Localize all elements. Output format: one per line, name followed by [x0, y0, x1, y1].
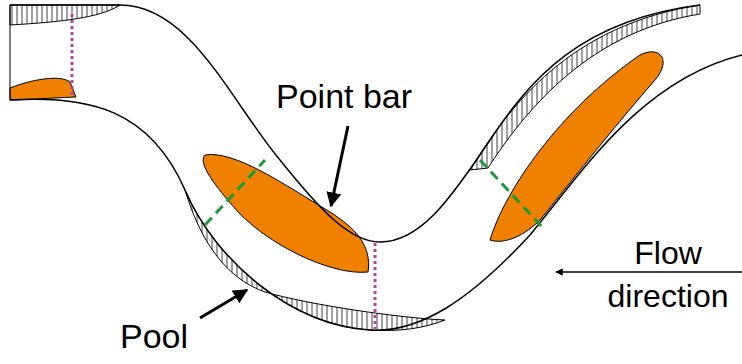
cross-section: [71, 14, 74, 96]
point-bar: [10, 78, 76, 100]
point-bar-label: Point bar: [276, 76, 412, 117]
river-bank: [10, 5, 700, 242]
cross-section: [205, 160, 265, 225]
cross-section: [480, 160, 545, 230]
leader-arrow: [331, 126, 348, 206]
flow-arrow: [556, 271, 742, 273]
leader-arrow: [200, 290, 247, 318]
river-end: [10, 5, 11, 100]
river-bank: [10, 55, 742, 330]
hatched-band: [10, 5, 120, 25]
cross-section: [374, 243, 377, 330]
pool-label: Pool: [120, 316, 188, 357]
flow-label: Flow direction: [600, 232, 736, 318]
point-bar: [490, 52, 663, 241]
